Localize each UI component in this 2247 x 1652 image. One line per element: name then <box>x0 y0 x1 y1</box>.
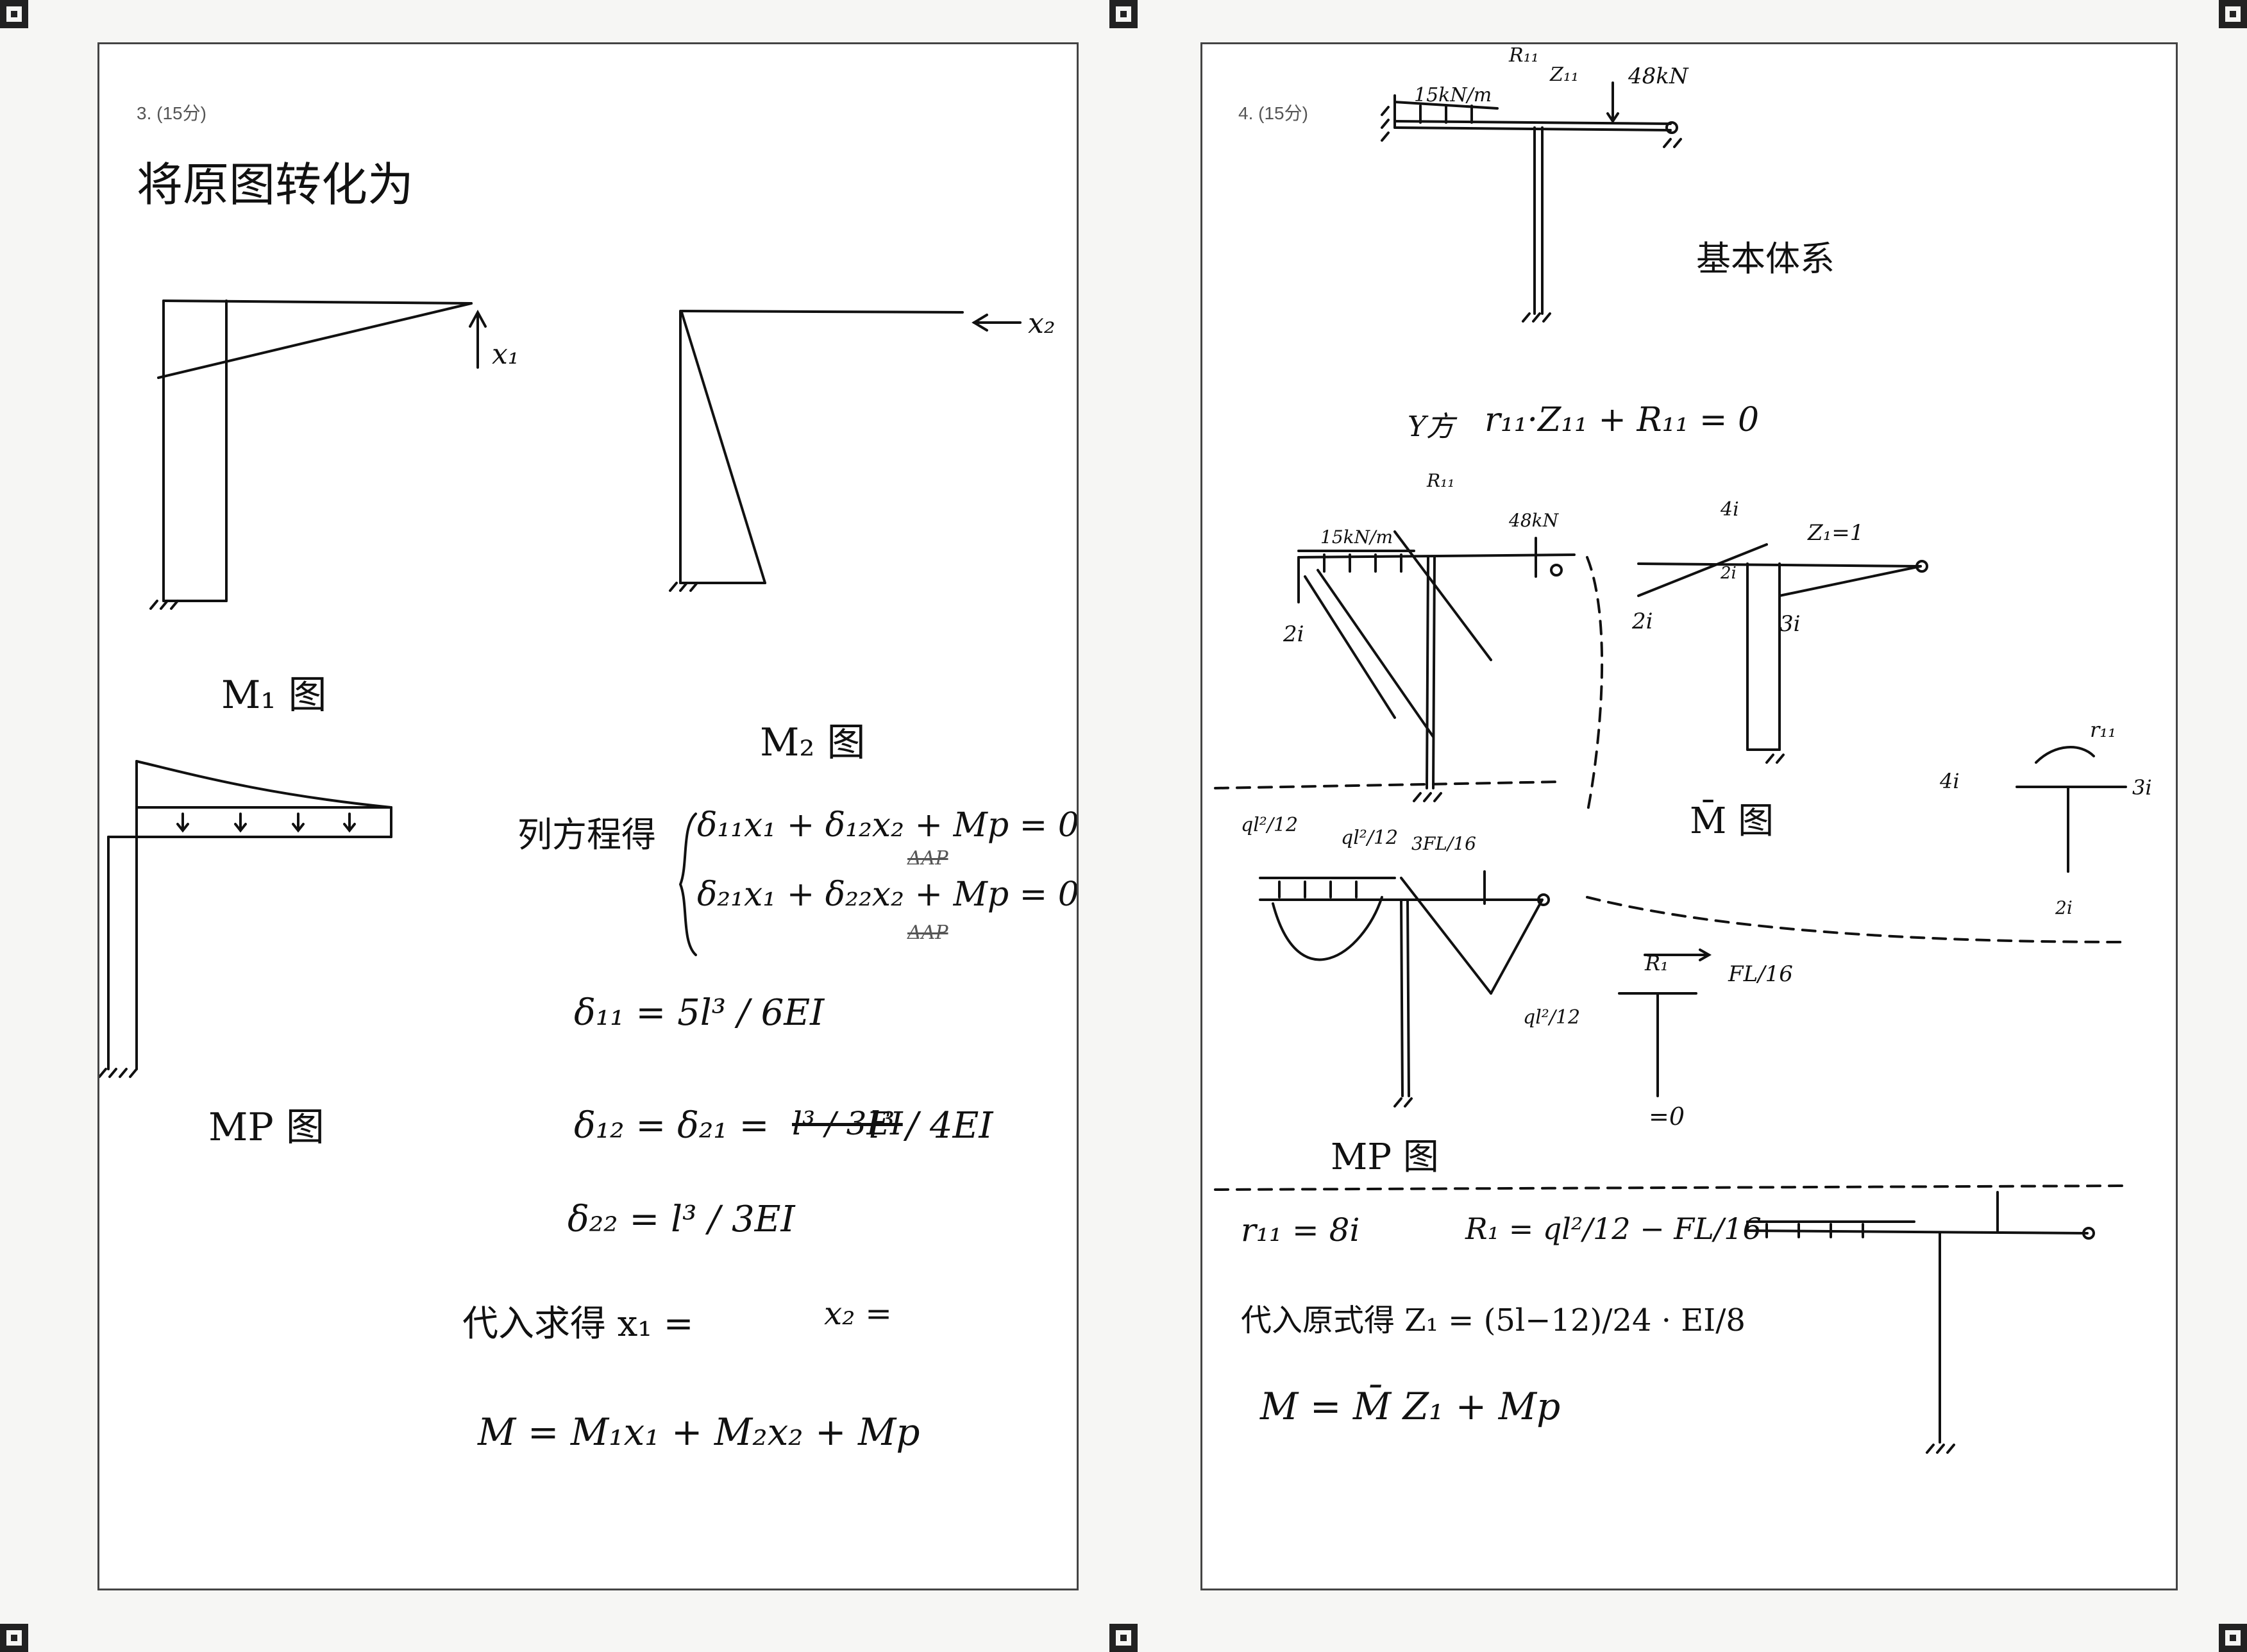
equation-brace <box>680 814 696 955</box>
load-p-label: 48kN <box>1628 63 1688 89</box>
solve-x2: x₂ = <box>824 1295 893 1332</box>
equation-1: δ₁₁x₁ + δ₁₂x₂ + Mp = 0 <box>697 806 1079 845</box>
two-i-mbar-left: 2i <box>1632 609 1653 634</box>
divider-vertical <box>1587 557 1602 814</box>
equation-2-struck: ΔAP <box>907 922 948 944</box>
r11-label-2: R₁₁ <box>1427 470 1455 491</box>
basic-system-sketch <box>1382 83 1681 321</box>
structure-sketches <box>99 44 1079 1590</box>
x1-label: x₁ <box>492 338 519 371</box>
delta-12-delta-21: δ₁₂ = δ₂₁ = <box>574 1105 770 1147</box>
two-i-mbar-mid: 2i <box>1721 564 1737 583</box>
load-q-label-2: 15kN/m <box>1320 527 1393 548</box>
m2-diagram <box>670 311 1020 591</box>
divider-1 <box>1215 782 2126 942</box>
m1-diagram <box>151 301 485 609</box>
three-fl-16: 3FL/16 <box>1411 833 1476 854</box>
registration-marker-bottom-right <box>2219 1624 2247 1652</box>
displacement-equation: r₁₁·Z₁₁ + R₁₁ = 0 <box>1485 401 1760 439</box>
final-moment-equation: M = M₁x₁ + M₂x₂ + Mp <box>478 1410 920 1454</box>
z1-unit-label: Z₁=1 <box>1808 520 1864 546</box>
r11-value: r₁₁ = 8i <box>1241 1211 1360 1249</box>
registration-marker-top-left <box>0 0 28 28</box>
divider-2 <box>1215 1186 2126 1190</box>
delta-22: δ₂₂ = l³ / 3EI <box>568 1199 795 1240</box>
ql2-12-left: ql²/12 <box>1241 814 1299 836</box>
solve-line: 代入求得 x₁ = <box>462 1303 694 1345</box>
four-i-joint: 4i <box>1940 769 1960 793</box>
mp-diagram-label: MP 图 <box>1331 1136 1439 1178</box>
registration-marker-top-right <box>2219 0 2247 28</box>
delta-12-struck: l³ / 3EI <box>792 1105 903 1142</box>
intro-text: 将原图转化为 <box>137 158 414 212</box>
delta-12-value: l³ / 4EI <box>869 1105 993 1147</box>
equation-2: δ₂₁x₁ + δ₂₂x₂ + Mp = 0 <box>697 875 1079 914</box>
registration-marker-bottom-left <box>0 1624 28 1652</box>
three-i-mbar: 3i <box>1780 611 1801 637</box>
substitute-result: 代入原式得 Z₁ = (5l−12)/24 · EI/8 <box>1241 1302 1746 1338</box>
load-state-sketch <box>1299 532 1574 801</box>
answer-sheet-question-3: 3. (15分) 将原图转化为 <box>97 42 1079 1590</box>
m2-diagram-label: M₂ 图 <box>760 720 866 765</box>
reaction-sketch <box>1619 950 1709 1096</box>
final-moment-equation: M = M̄ Z₁ + Mp <box>1260 1385 1561 1428</box>
r11-small-label: r₁₁ <box>2090 718 2116 742</box>
m1-diagram-label: M₁ 图 <box>221 673 327 718</box>
final-frame-sketch <box>1747 1192 2094 1453</box>
x2-label: x₂ <box>1028 307 1056 340</box>
frame-sketches <box>1202 44 2178 1590</box>
answer-sheet-question-4: 4. (15分) <box>1200 42 2178 1590</box>
registration-marker-bottom-center <box>1109 1624 1138 1652</box>
equation-1-struck: ΔAP <box>907 847 948 870</box>
joint-free-body-sketch <box>2017 747 2126 872</box>
four-i-top: 4i <box>1721 498 1739 521</box>
question-number: 3. (15分) <box>137 103 206 123</box>
load-q-label: 15kN/m <box>1414 84 1492 106</box>
mbar-diagram <box>1638 544 1927 763</box>
system-of-equations-label: 列方程得 <box>518 814 656 855</box>
ql2-12-center: ql²/12 <box>1341 827 1399 849</box>
registration-marker-top-center <box>1109 0 1138 28</box>
basic-system-label: 基本体系 <box>1696 239 1835 279</box>
load-p-label-2: 48kN <box>1509 510 1559 531</box>
mbar-diagram-label: M̄ 图 <box>1690 800 1774 842</box>
question-number: 4. (15分) <box>1238 103 1308 123</box>
three-i-joint: 3i <box>2132 775 2152 800</box>
mp-diagram-label: MP 图 <box>208 1105 324 1150</box>
r1-value: R₁ = ql²/12 − FL/16 <box>1465 1211 1762 1246</box>
mp-diagram-sketch <box>1260 872 1549 1106</box>
equals-zero: =0 <box>1649 1102 1685 1131</box>
fl-16-label: FL/16 <box>1728 961 1793 987</box>
ql2-12-reaction: ql²/12 <box>1523 1006 1581 1029</box>
two-i-left: 2i <box>1283 621 1304 647</box>
two-i-joint: 2i <box>2055 897 2073 918</box>
z11-label: Z₁₁ <box>1550 63 1579 86</box>
equation-prefix: Y方 <box>1408 410 1455 443</box>
mp-diagram <box>99 761 391 1077</box>
r1-small-label: R₁ <box>1645 951 1669 975</box>
r11-label: R₁₁ <box>1509 44 1539 67</box>
delta-11: δ₁₁ = 5l³ / 6EI <box>574 992 825 1034</box>
